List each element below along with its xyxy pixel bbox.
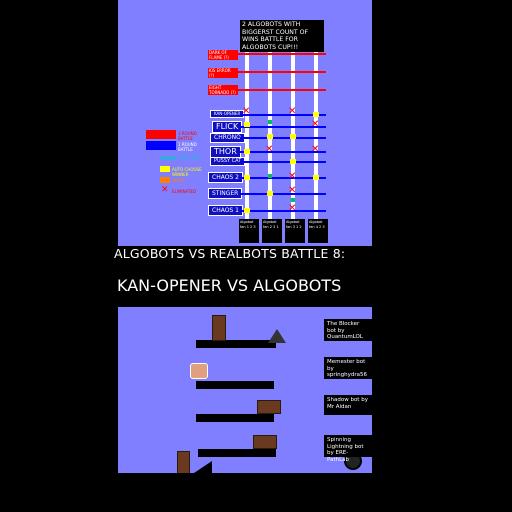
legend: 3 ROUND BATTLE 1 ROUND BATTLE RIGHT WIN … — [146, 128, 206, 198]
green-marker — [291, 198, 295, 202]
legend-swatch-orange — [160, 177, 170, 183]
red-row-line — [238, 89, 326, 91]
bot-caption: Shadow bot by Mr Aidan — [324, 395, 372, 415]
wooden-bot-piece — [212, 315, 226, 341]
column-info-box: Algobot fan 3 1 2 — [285, 219, 305, 243]
yellow-win-marker — [290, 134, 296, 139]
bot-row-line — [240, 161, 326, 163]
legend-label: AUTO CHOOSE WINNER — [172, 167, 202, 177]
red-row-label: DARK OF FLAME (?) — [208, 50, 238, 60]
eliminated-x-icon: ✕ — [265, 144, 274, 155]
bot-caption: Memester bot by springhydra56 — [324, 357, 372, 379]
legend-swatch-blue — [146, 141, 176, 150]
eliminated-x-icon: ✕ — [311, 119, 320, 130]
bot-row-label: STINGER — [208, 188, 243, 199]
yellow-win-marker — [267, 134, 273, 139]
bot-row-line — [240, 114, 326, 116]
arena-platform — [196, 340, 276, 348]
tournament-bracket-panel: 2 ALGOBOTS WITH BIGGERST COUNT OF WINS B… — [118, 0, 372, 246]
bot-row-label: CHAOS 1 — [208, 205, 243, 216]
legend-label: 1 ROUND BATTLE — [178, 142, 197, 152]
arena-platform — [196, 414, 274, 422]
yellow-win-marker — [244, 149, 250, 154]
eliminated-x-icon: ✕ — [288, 171, 297, 182]
bot-row-line — [240, 193, 326, 195]
red-row-label: EIGHT TORNADO (?) — [208, 85, 238, 95]
eliminated-x-icon: ✕ — [288, 185, 297, 196]
legend-swatch-yellow — [160, 166, 170, 172]
green-marker — [268, 174, 272, 178]
column-info-box: Algobot fan 1 2 3 — [239, 219, 259, 243]
yellow-win-marker — [244, 122, 250, 127]
bot-row-label: FLICK — [212, 121, 243, 133]
legend-x-icon: ✕ — [161, 185, 169, 195]
memester-bot-icon — [190, 363, 208, 379]
red-row-line — [238, 53, 326, 55]
green-marker — [268, 120, 272, 124]
spike-bot-icon — [268, 329, 286, 343]
yellow-win-marker — [290, 159, 296, 164]
legend-label: ELIMINATED — [172, 189, 197, 194]
legend-label: 3 ROUND BATTLE — [178, 131, 197, 141]
arena-platform — [196, 381, 274, 389]
arena-platform — [198, 449, 276, 457]
red-row-line — [238, 71, 326, 73]
legend-label: RIGHT WIN — [178, 155, 200, 160]
legend-swatch-red — [146, 130, 176, 139]
yellow-win-marker — [244, 175, 250, 180]
column-info-box: Algobot fan 2 3 1 — [262, 219, 282, 243]
wedge-bot-icon — [194, 461, 212, 473]
bot-caption: The Blocker bot by QuantumLOL — [324, 319, 372, 341]
eliminated-x-icon: ✕ — [288, 106, 297, 117]
yellow-win-marker — [313, 112, 319, 117]
wooden-bot-piece — [253, 435, 277, 449]
bot-caption: Spinning Lightning bot by ERE-PathLab — [324, 435, 372, 463]
bracket-column-line — [245, 52, 249, 220]
bot-row-line — [240, 177, 326, 179]
bot-row-line — [240, 210, 326, 212]
bot-row-line — [240, 151, 326, 153]
caption-line-1: ALGOBOTS VS REALBOTS BATTLE 8: — [114, 246, 346, 261]
bracket-column-line — [314, 52, 318, 220]
yellow-win-marker — [267, 191, 273, 196]
eliminated-x-icon: ✕ — [242, 106, 251, 117]
arena-scene: The Blocker bot by QuantumLOL Memester b… — [118, 307, 372, 473]
eliminated-x-icon: ✕ — [311, 144, 320, 155]
bot-row-line — [240, 137, 326, 139]
legend-label: DRAW — [172, 178, 185, 183]
wooden-bot-piece — [257, 400, 281, 414]
column-info-box: Algobot fan 4 2 3 — [308, 219, 328, 243]
caption-line-2: KAN-OPENER VS ALGOBOTS — [117, 276, 342, 295]
bot-row-label: CHAOS 2 — [208, 172, 243, 183]
bot-row-line — [240, 126, 326, 128]
yellow-win-marker — [244, 208, 250, 213]
legend-swatch-cyan — [160, 157, 176, 159]
wooden-bot-piece — [177, 451, 190, 473]
red-row-label: KIS ERROR (?) — [208, 68, 238, 78]
yellow-win-marker — [313, 175, 319, 180]
eliminated-x-icon: ✕ — [288, 203, 297, 214]
bracket-header: 2 ALGOBOTS WITH BIGGERST COUNT OF WINS B… — [240, 20, 324, 52]
